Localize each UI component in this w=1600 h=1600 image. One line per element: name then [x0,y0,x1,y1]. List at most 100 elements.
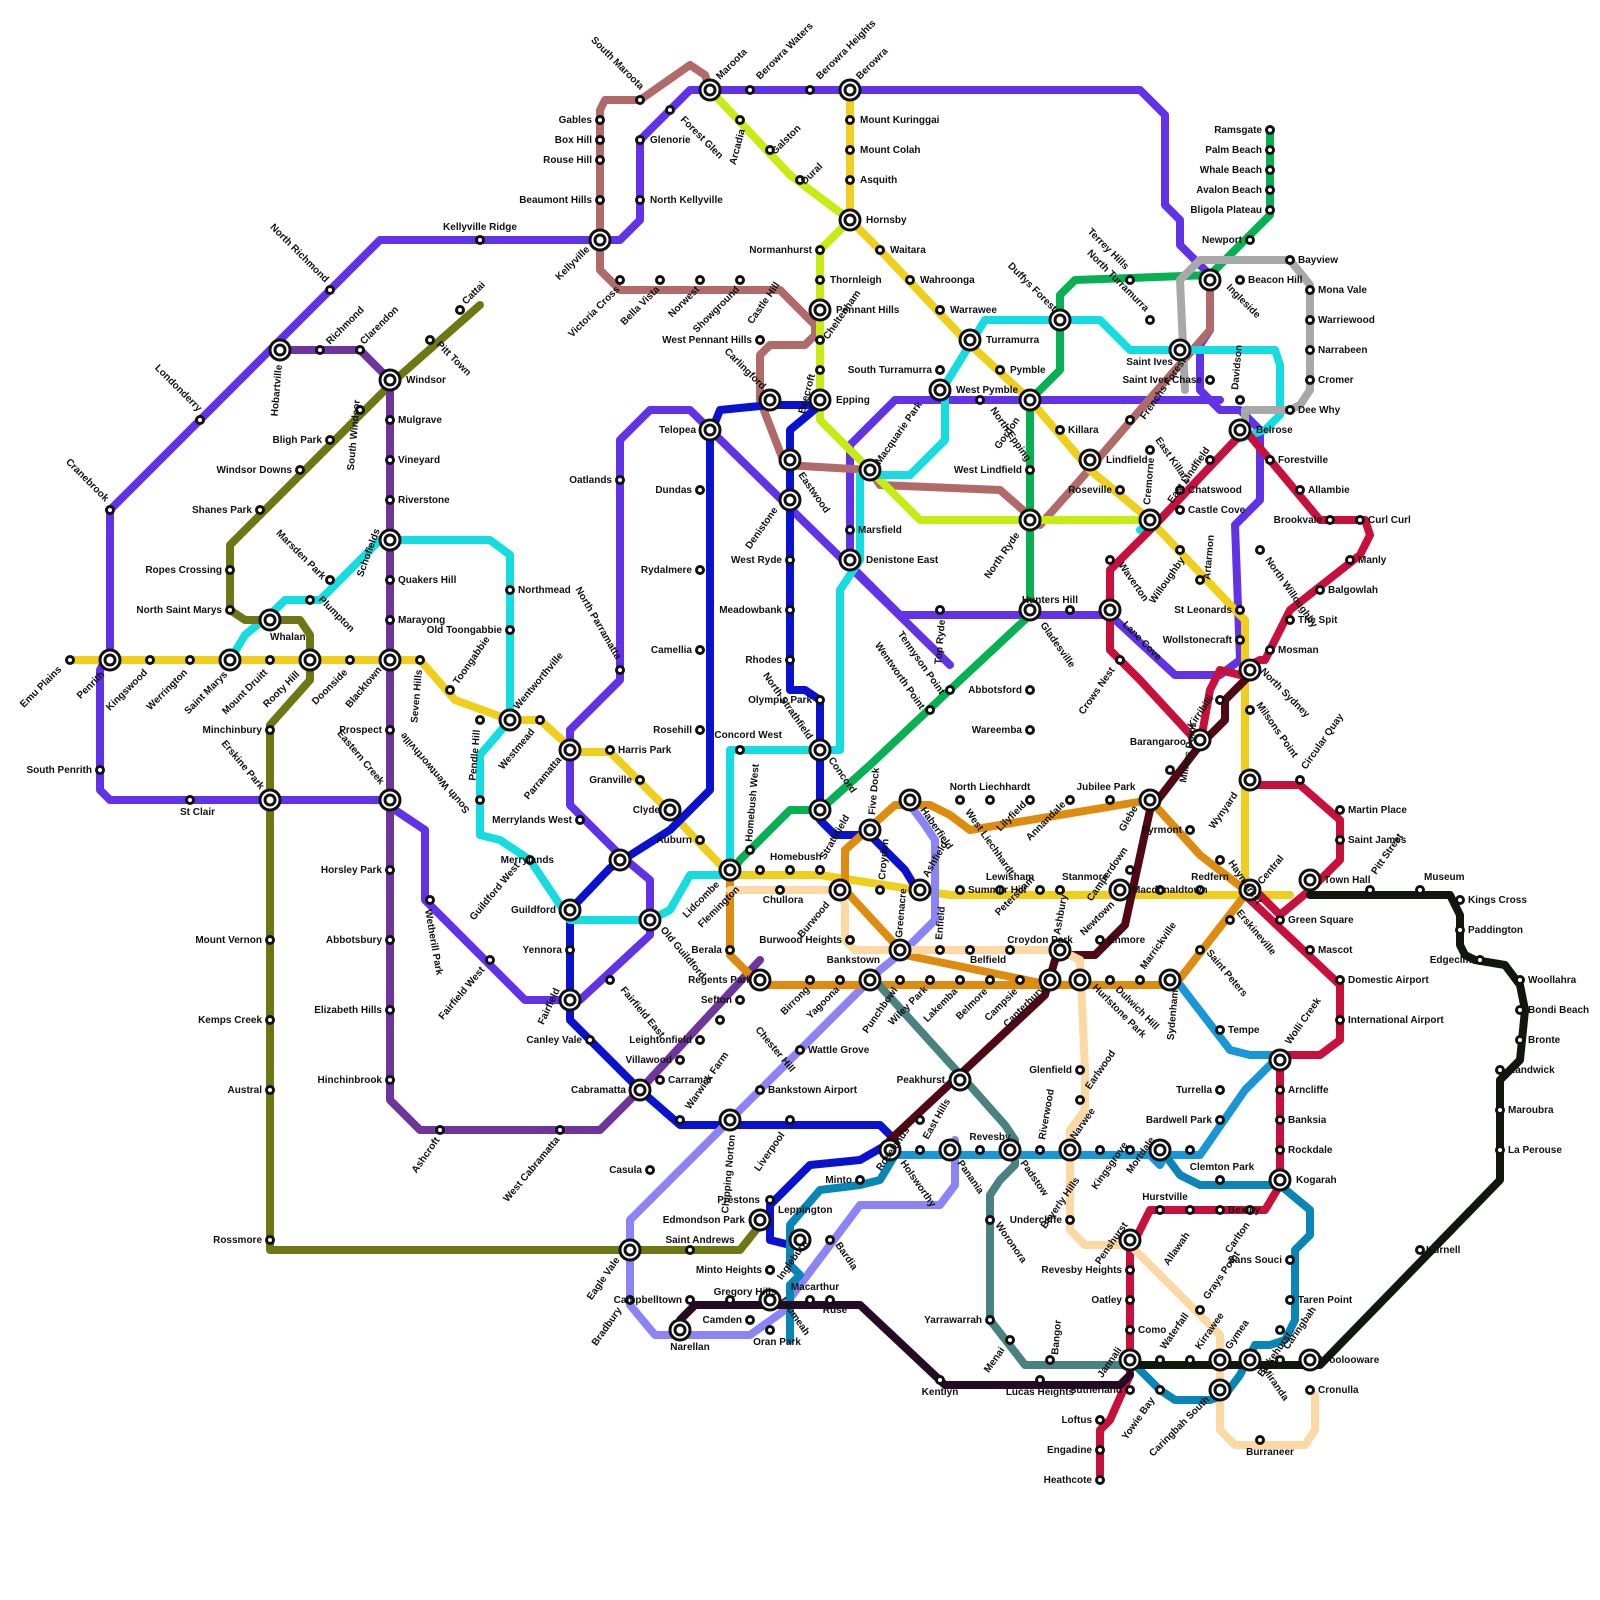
station-roselands[interactable] [950,1070,970,1090]
station-olympic-park[interactable] [817,697,824,704]
station-mount-colah[interactable] [847,147,854,154]
station-curl-curl[interactable] [1327,517,1334,524]
station-lindfield[interactable] [1080,450,1100,470]
station-manly[interactable] [1357,517,1364,524]
station-millers-point[interactable] [1167,767,1174,774]
station-ruse[interactable] [807,1297,814,1304]
station-newport[interactable] [1267,207,1274,214]
station-mascot[interactable] [1307,947,1314,954]
station-windsor[interactable] [380,370,400,390]
station-padstow[interactable] [1037,1147,1044,1154]
station-bankstown[interactable] [860,970,880,990]
station-pendle-hill[interactable] [477,717,484,724]
station-erskineville[interactable] [1227,917,1234,924]
station-north-turramurra[interactable] [1050,310,1070,330]
station-chester-hill[interactable] [717,1017,724,1024]
station-circular-quay[interactable] [1297,777,1304,784]
station-regents-park[interactable] [750,970,770,990]
station-north-liechhardt[interactable] [987,797,994,804]
station-bligh-park[interactable] [327,437,334,444]
station-clemton-park[interactable] [1187,1147,1194,1154]
station-croydon[interactable] [877,887,884,894]
station-richmond[interactable] [317,347,324,354]
station-north-richmond[interactable] [327,287,334,294]
station-maroota[interactable] [700,80,720,100]
station-wahroonga[interactable] [907,277,914,284]
station-mona-vale[interactable] [1287,257,1294,264]
station-bronte[interactable] [1517,1037,1524,1044]
station-chullora[interactable] [777,887,784,894]
station-beecroft[interactable] [817,367,824,374]
station-birrong[interactable] [807,977,814,984]
station-yowie-bay[interactable] [1210,1380,1230,1400]
station-werrington[interactable] [187,657,194,664]
station-earlwood[interactable] [1077,1067,1084,1074]
station-north-epping[interactable] [977,397,984,404]
station-granville[interactable] [637,777,644,784]
station-panania[interactable] [977,1147,984,1154]
station-bexley[interactable] [1217,1177,1224,1184]
station-forest-glen[interactable] [667,107,674,114]
station-tennyson-point[interactable] [947,687,954,694]
station-normanhurst[interactable] [817,247,824,254]
station-lidcombe[interactable] [720,860,740,880]
station-west-lindfield[interactable] [1027,467,1034,474]
station-showground[interactable] [697,277,704,284]
station-lucas-heights[interactable] [937,1377,944,1384]
station-homebush-west[interactable] [747,847,754,854]
station-clyde[interactable] [660,800,680,820]
station-oatlands[interactable] [617,477,624,484]
station-saint-peters[interactable] [1197,947,1204,954]
station-pitt-town[interactable] [427,337,434,344]
station-museum[interactable] [1417,887,1424,894]
station-fairfield[interactable] [560,990,580,1010]
station-roseville[interactable] [1117,487,1124,494]
station-mount-kuringgai[interactable] [847,117,854,124]
station-beaumont-hills[interactable] [597,197,604,204]
station-allambie[interactable] [1267,457,1274,464]
station-narellan[interactable] [687,1297,694,1304]
station-minchinbury[interactable] [267,727,274,734]
station-bardwell-park[interactable] [1217,1117,1224,1124]
station-londonderry[interactable] [197,417,204,424]
station-camperdown[interactable] [1127,867,1134,874]
station-ashcroft[interactable] [437,1127,444,1134]
station-macarthur[interactable] [767,1327,774,1334]
station-cremorne[interactable] [1267,647,1274,654]
station-cronulla[interactable] [1300,1350,1320,1370]
station-liverpool[interactable] [720,1110,740,1130]
station-cromer[interactable] [1307,347,1314,354]
station-saint-ives[interactable] [1147,317,1154,324]
station-warriewood[interactable] [1307,287,1314,294]
station-edgecliff[interactable] [1477,957,1484,964]
station-ropes-crossing[interactable] [227,567,234,574]
station-south-turramurra[interactable] [937,367,944,374]
station-thornleigh[interactable] [817,277,824,284]
station-jubilee-park[interactable] [1107,797,1114,804]
station-tempe[interactable] [1217,1027,1224,1034]
station-summer-hill[interactable] [957,887,964,894]
station-burwood-heights[interactable] [847,937,854,944]
station-narrabeen[interactable] [1307,317,1314,324]
station-south-penrith[interactable] [97,767,104,774]
station-riverstone[interactable] [387,497,394,504]
station-east-lindfield[interactable] [1147,447,1154,454]
station-plumpton[interactable] [307,597,314,604]
station-frenchs-forest[interactable] [1230,420,1250,440]
station-croydon-park[interactable] [1007,947,1014,954]
station-woronora[interactable] [1047,1357,1054,1364]
station-mount-vernon[interactable] [267,937,274,944]
station-artarmon[interactable] [1177,547,1184,554]
station-gymea[interactable] [1187,1357,1194,1364]
station-elizabeth-hills[interactable] [387,1007,394,1014]
station-fairfield-west[interactable] [487,957,494,964]
station-wentworthville[interactable] [500,710,520,730]
station-avalon-beach[interactable] [1267,167,1274,174]
station-eastern-creek[interactable] [380,790,400,810]
station-horsley-park[interactable] [387,867,394,874]
station-west-cabramatta[interactable] [557,1127,564,1134]
station-menai[interactable] [987,1317,994,1324]
station-telopea[interactable] [700,420,720,440]
station-the-spit[interactable] [1317,587,1324,594]
station-taren-point[interactable] [1277,1327,1284,1334]
